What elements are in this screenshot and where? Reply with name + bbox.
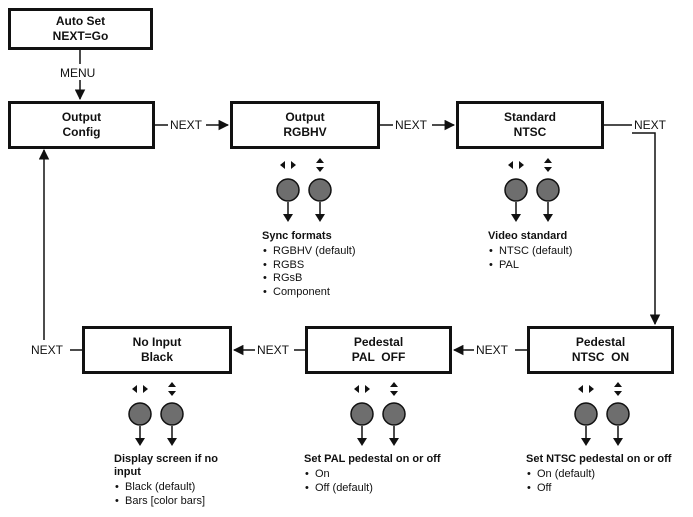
list-item: RGBS	[262, 259, 356, 273]
left-right-arrow-icon	[354, 385, 370, 393]
list-item: On	[304, 468, 441, 482]
list-item: Component	[262, 286, 356, 300]
next-label-1: NEXT	[170, 118, 203, 132]
list-item: Bars [color bars]	[114, 495, 218, 509]
knob-group-pedestal-ntsc	[574, 382, 630, 446]
output-rgbhv-line1: Output	[285, 110, 325, 124]
list-item: RGsB	[262, 272, 356, 286]
sync-formats-list: RGBHV (default) RGBS RGsB Component	[262, 245, 356, 299]
next-label-6: NEXT	[31, 343, 64, 357]
knob-group-standard	[504, 158, 560, 222]
up-down-arrow-icon	[316, 158, 324, 172]
rotary-knob-icon	[504, 178, 528, 202]
left-right-arrow-icon	[280, 161, 296, 169]
autoset-box: Auto Set NEXT=Go	[8, 8, 153, 50]
output-rgbhv-box: Output RGBHV	[230, 101, 380, 149]
rotary-knob-icon	[160, 402, 184, 426]
rotary-knob-icon	[382, 402, 406, 426]
knob-group-pedestal-pal	[350, 382, 406, 446]
next-arrow-3	[632, 132, 661, 326]
list-item: Black (default)	[114, 481, 218, 495]
up-down-arrow-icon	[614, 382, 622, 396]
list-item: Off	[526, 482, 671, 496]
pedestal-pal-line1: Pedestal	[353, 335, 404, 349]
pal-pedestal-list: On Off (default)	[304, 468, 441, 495]
standard-line2: NTSC	[513, 125, 547, 139]
list-item: Off (default)	[304, 482, 441, 496]
no-input-box: No Input Black	[82, 326, 232, 374]
rotary-knob-icon	[606, 402, 630, 426]
rotary-knob-icon	[536, 178, 560, 202]
rotary-knob-icon	[128, 402, 152, 426]
left-right-arrow-icon	[578, 385, 594, 393]
list-item: RGBHV (default)	[262, 245, 356, 259]
video-standard-note: Video standard NTSC (default) PAL	[488, 230, 572, 272]
display-screen-list: Black (default) Bars [color bars]	[114, 481, 218, 508]
display-screen-heading-1: Display screen if no	[114, 453, 218, 465]
ntsc-pedestal-list: On (default) Off	[526, 468, 671, 495]
menu-label: MENU	[60, 66, 96, 80]
left-right-arrow-icon	[132, 385, 148, 393]
list-item: NTSC (default)	[488, 245, 572, 259]
sync-formats-note: Sync formats RGBHV (default) RGBS RGsB C…	[262, 230, 356, 299]
sync-formats-heading: Sync formats	[262, 230, 332, 242]
standard-line1: Standard	[503, 110, 556, 124]
ntsc-pedestal-heading: Set NTSC pedestal on or off	[526, 453, 672, 465]
pal-pedestal-heading: Set PAL pedestal on or off	[304, 453, 441, 465]
rotary-knob-icon	[308, 178, 332, 202]
autoset-line1: Auto Set	[55, 14, 106, 28]
output-config-box: Output Config	[8, 101, 155, 149]
next-label-5: NEXT	[257, 343, 290, 357]
output-rgbhv-line2: RGBHV	[283, 125, 327, 139]
standard-box: Standard NTSC	[456, 101, 604, 149]
pedestal-ntsc-box: Pedestal NTSC ON	[527, 326, 674, 374]
knob-group-output	[276, 158, 332, 222]
output-config-line1: Output	[61, 110, 102, 124]
rotary-knob-icon	[574, 402, 598, 426]
display-screen-note: Display screen if no input Black (defaul…	[114, 453, 218, 508]
left-right-arrow-icon	[508, 161, 524, 169]
rotary-knob-icon	[350, 402, 374, 426]
no-input-line2: Black	[140, 350, 174, 364]
display-screen-heading-2: input	[114, 466, 141, 478]
next-label-3: NEXT	[634, 118, 667, 132]
list-item: PAL	[488, 259, 572, 273]
knob-group-no-input	[128, 382, 184, 446]
up-down-arrow-icon	[390, 382, 398, 396]
up-down-arrow-icon	[168, 382, 176, 396]
next-label-2: NEXT	[395, 118, 428, 132]
pal-pedestal-note: Set PAL pedestal on or off On Off (defau…	[304, 453, 441, 495]
ntsc-pedestal-note: Set NTSC pedestal on or off On (default)…	[526, 453, 671, 495]
rotary-knob-icon	[276, 178, 300, 202]
up-down-arrow-icon	[544, 158, 552, 172]
pedestal-pal-box: Pedestal PAL OFF	[305, 326, 452, 374]
pedestal-ntsc-line1: Pedestal	[575, 335, 626, 349]
list-item: On (default)	[526, 468, 671, 482]
output-config-line2: Config	[62, 125, 101, 139]
video-standard-list: NTSC (default) PAL	[488, 245, 572, 272]
pedestal-pal-line2: PAL OFF	[351, 350, 406, 364]
pedestal-ntsc-line2: NTSC ON	[571, 350, 630, 364]
no-input-line1: No Input	[132, 335, 182, 349]
autoset-line2: NEXT=Go	[52, 29, 109, 43]
video-standard-heading: Video standard	[488, 230, 568, 242]
next-label-4: NEXT	[476, 343, 509, 357]
